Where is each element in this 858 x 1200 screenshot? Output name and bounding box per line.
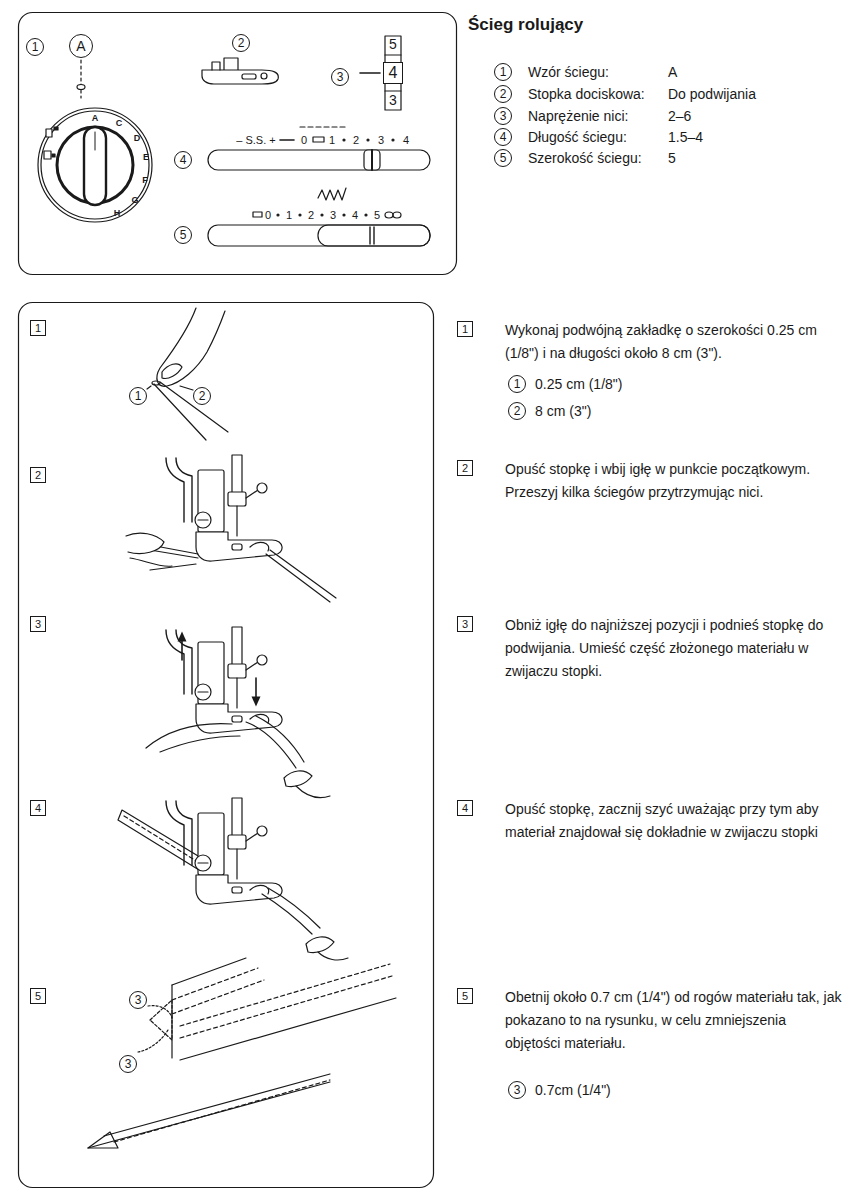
tension-scale: 3 [389, 93, 397, 108]
callout-number: 2 [494, 85, 512, 103]
page-title: Ścieg rolujący [468, 15, 583, 35]
step-number: 3 [457, 616, 473, 632]
setting-text: 1.5–4 [668, 128, 703, 146]
step-number: 5 [30, 988, 46, 1004]
scale-label: 0 [265, 209, 271, 221]
callout-number: 2 [232, 34, 250, 52]
scale-label: 2 [308, 209, 314, 221]
setting-text: 0.7cm (1/4") [535, 1081, 611, 1099]
scale-label: 3 [330, 209, 336, 221]
setting-text: Szerokość ściegu: [528, 149, 642, 167]
step-number: 1 [457, 321, 473, 337]
scale-label: 2 [353, 134, 359, 146]
step-number: 4 [457, 800, 473, 816]
stitch-length-slider [208, 127, 430, 170]
presser-foot-icon [202, 58, 278, 84]
callout-number: 1 [26, 38, 44, 56]
dial-letter: H [114, 209, 121, 219]
callout-number: 3 [119, 1055, 137, 1073]
callout-number: 4 [174, 151, 192, 169]
instruction-text: Obniż igłę do najniższej pozycji i podni… [505, 614, 845, 683]
presser-foot [166, 455, 282, 561]
step-number: 2 [457, 460, 473, 476]
scale-label: 4 [403, 134, 409, 146]
step-number: 1 [30, 320, 46, 336]
tension-scale: 5 [389, 37, 397, 52]
step2-illustration [126, 455, 336, 602]
step-number: 4 [30, 800, 46, 816]
presser-foot [166, 798, 282, 904]
callout-number: 2 [193, 387, 211, 405]
callout-number: 5 [494, 149, 512, 167]
callout-number: 3 [494, 107, 512, 125]
step4-illustration [118, 798, 348, 960]
scale-label: 1 [286, 209, 292, 221]
scale-label: 3 [378, 134, 384, 146]
presser-foot [166, 627, 282, 733]
callout-number: 5 [174, 226, 192, 244]
setting-text: 5 [668, 149, 676, 167]
dial-letter: A [92, 114, 99, 124]
scale-label: 4 [352, 209, 358, 221]
pattern-symbol [77, 85, 85, 90]
callout-number: 1 [129, 387, 147, 405]
pattern-letter: A [69, 34, 93, 58]
instruction-text: Obetnij około 0.7 cm (1/4") od rogów mat… [505, 986, 845, 1055]
setting-text: Stopka dociskowa: [528, 85, 645, 103]
dial-letter: D [134, 134, 141, 144]
setting-text: A [668, 63, 677, 81]
instruction-text: Opuść stopkę, zacznij szyć uważając przy… [505, 798, 845, 844]
instruction-text: Opuść stopkę i wbij igłę w punkcie począ… [505, 458, 845, 504]
setting-text: 2–6 [668, 107, 691, 125]
setting-text: Naprężenie nici: [528, 107, 628, 125]
dial-letter: E [143, 153, 149, 163]
callout-number: 3 [129, 991, 147, 1009]
settings-panel [19, 13, 457, 275]
stitch-width-slider [208, 188, 430, 246]
callout-number: 3 [331, 68, 349, 86]
instruction-text: Wykonaj podwójną zakładkę o szerokości 0… [505, 319, 845, 365]
callout-number: 3 [508, 1081, 526, 1099]
step-number: 5 [457, 988, 473, 1004]
callout-number: 1 [494, 63, 512, 81]
dial-letter: G [131, 196, 138, 206]
setting-text: Wzór ściegu: [528, 63, 609, 81]
step5-illustration [88, 958, 396, 1148]
dial-letter: C [116, 119, 123, 129]
setting-text: 0.25 cm (1/8") [535, 375, 622, 393]
setting-text: Długość ściegu: [528, 128, 627, 146]
step3-illustration [146, 627, 330, 798]
pattern-symbol [80, 60, 81, 98]
pattern-dial [38, 108, 152, 222]
setting-text: 8 cm (3") [535, 402, 591, 420]
callout-number: 1 [508, 375, 526, 393]
scale-label: 0 [301, 134, 307, 146]
setting-text: Do podwijania [668, 85, 756, 103]
callout-number: 4 [494, 128, 512, 146]
callout-number: 2 [508, 402, 526, 420]
dial-letter: F [142, 176, 148, 186]
steps-panel [19, 303, 434, 1188]
scale-label: 5 [374, 209, 380, 221]
scale-label: 1 [329, 134, 335, 146]
step1-illustration [147, 308, 228, 440]
tension-value: 4 [383, 62, 403, 84]
step-number: 2 [30, 467, 46, 483]
step-number: 3 [30, 616, 46, 632]
scale-label: – S.S. + [236, 134, 275, 146]
